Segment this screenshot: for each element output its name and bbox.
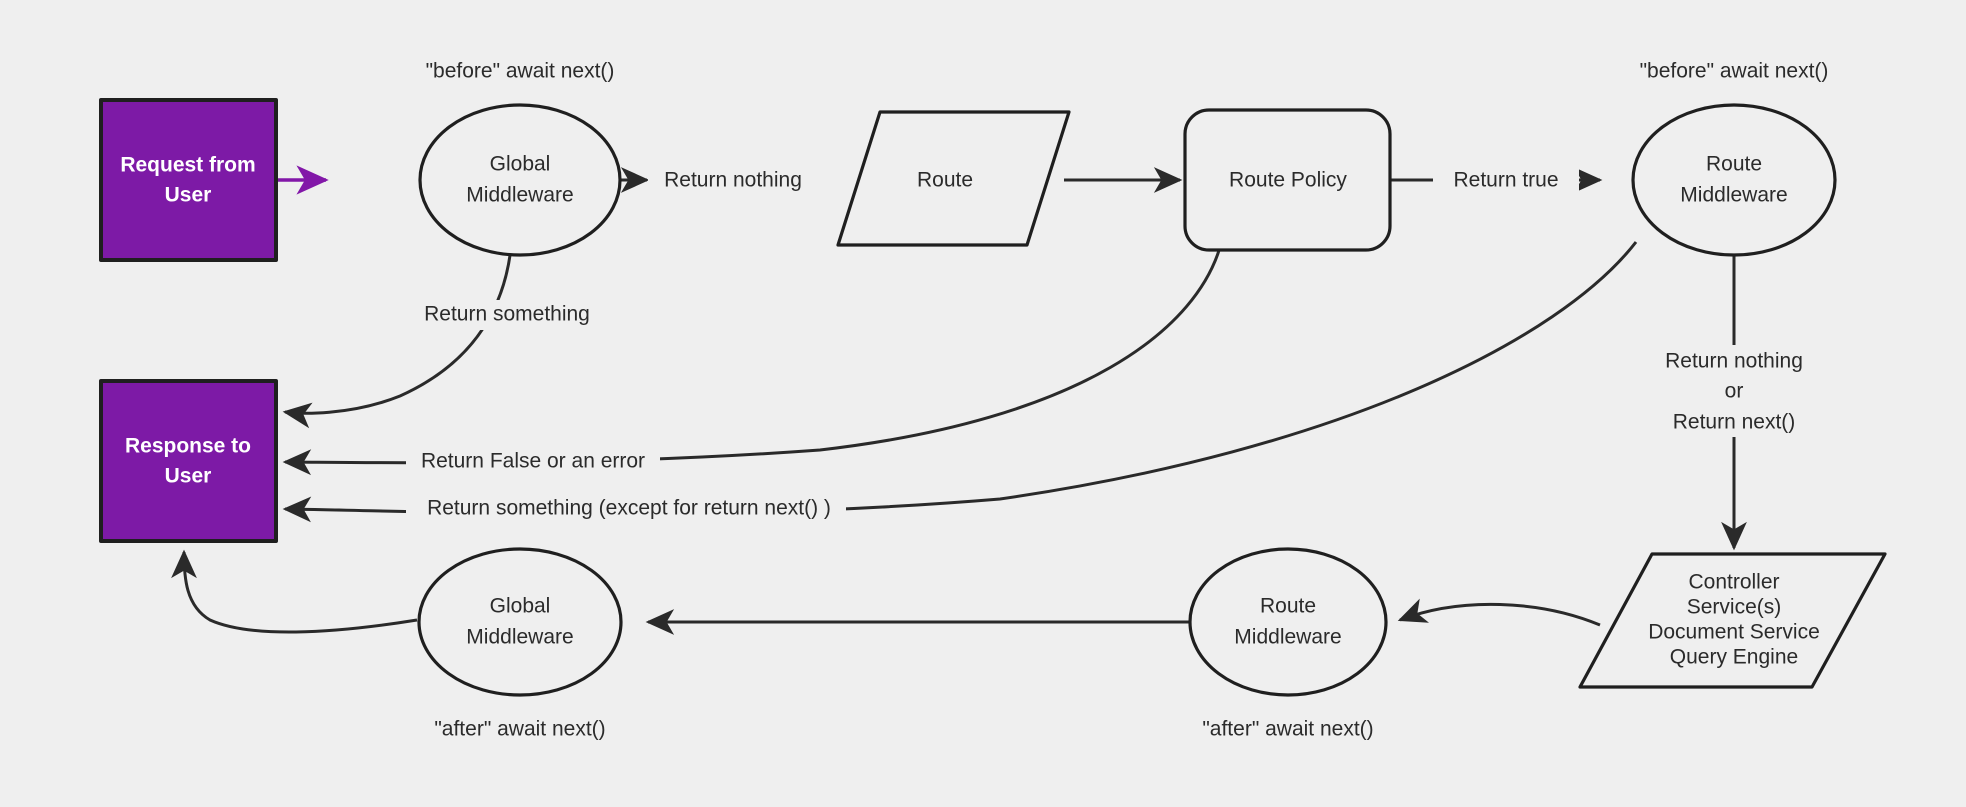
edge-label-return-something-except-next: Return something (except for return next…	[427, 497, 831, 520]
edge-label-return-nothing-branch: Return nothing	[1665, 350, 1803, 373]
annotation-after-await-next-global: "after" await next()	[434, 718, 605, 741]
edge-route-middleware-to-response: Return something (except for return next…	[282, 241, 1638, 524]
edge-global-middleware-after-to-response	[171, 549, 418, 634]
node-label-services: Service(s)	[1687, 596, 1782, 619]
edge-label-return-false-or-error: Return False or an error	[421, 450, 645, 473]
edge-label-return-something: Return something	[424, 303, 590, 326]
node-route-middleware-after[interactable]: Route Middleware	[1188, 547, 1388, 697]
node-label-controller: Controller	[1688, 571, 1779, 594]
node-label-global-middleware-before-line1: Global	[490, 153, 551, 176]
edge-route-middleware-to-controller: Return nothing or Return next()	[1642, 245, 1828, 551]
node-label-request-from-user-line2: User	[165, 184, 212, 207]
node-label-document-service: Document Service	[1648, 621, 1820, 644]
node-label-response-to-user-line1: Response to	[125, 435, 251, 458]
node-response-to-user[interactable]: Response to User	[99, 379, 278, 543]
annotation-after-await-next-route: "after" await next()	[1202, 718, 1373, 741]
node-label-route-middleware-before-line1: Route	[1706, 153, 1762, 176]
edge-label-return-next-branch: Return next()	[1673, 411, 1796, 434]
node-label-global-middleware-after-line2: Middleware	[466, 626, 573, 649]
annotation-before-await-next-global: "before" await next()	[426, 60, 615, 83]
node-label-request-from-user-line1: Request from	[120, 154, 255, 177]
node-route-policy[interactable]: Route Policy	[1183, 108, 1392, 252]
node-route-middleware-before[interactable]: Route Middleware	[1631, 103, 1837, 257]
node-label-global-middleware-after-line1: Global	[490, 595, 551, 618]
node-global-middleware-after[interactable]: Global Middleware	[417, 547, 623, 697]
annotation-before-await-next-route: "before" await next()	[1640, 60, 1829, 83]
edge-global-middleware-to-route: Return nothing	[500, 165, 826, 195]
edge-controller-to-route-middleware-after	[1397, 598, 1601, 627]
edge-global-middleware-to-response: Return something	[282, 247, 598, 429]
node-label-global-middleware-before-line2: Middleware	[466, 184, 573, 207]
edge-label-return-nothing: Return nothing	[664, 169, 802, 192]
edge-label-or: or	[1725, 380, 1744, 403]
node-label-query-engine: Query Engine	[1670, 646, 1798, 669]
node-label-route-policy: Route Policy	[1229, 169, 1347, 192]
node-label-response-to-user-line2: User	[165, 465, 212, 488]
node-global-middleware-before[interactable]: Global Middleware	[418, 103, 622, 257]
edge-route-policy-to-route-middleware: Return true	[1389, 165, 1603, 195]
node-route[interactable]: Route	[836, 110, 1071, 247]
node-label-route-middleware-before-line2: Middleware	[1680, 184, 1787, 207]
edge-label-return-true: Return true	[1453, 169, 1558, 192]
node-label-route-middleware-after-line2: Middleware	[1234, 626, 1341, 649]
node-label-route-middleware-after-line1: Route	[1260, 595, 1316, 618]
node-request-from-user[interactable]: Request from User	[99, 98, 278, 262]
node-controller-services[interactable]: Controller Service(s) Document Service Q…	[1578, 552, 1887, 689]
node-label-route: Route	[917, 169, 973, 192]
edge-route-policy-to-response: Return False or an error	[282, 239, 1224, 477]
